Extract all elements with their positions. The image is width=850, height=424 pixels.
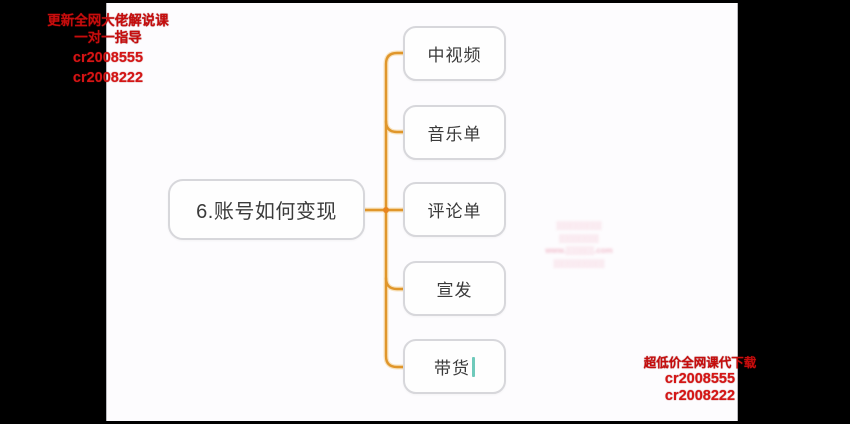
- node-label: 中视频: [427, 46, 482, 65]
- node-label: 带货: [434, 359, 470, 378]
- watermark-line: 更新全网大佬解说课: [47, 13, 169, 29]
- branch-node-daihuo[interactable]: 带货: [403, 339, 506, 394]
- watermark-contact-id: cr2008222: [664, 388, 736, 404]
- watermark-contact-id: cr2008555: [72, 50, 144, 66]
- letterbox-top: [0, 0, 850, 3]
- node-label: 宣发: [436, 281, 473, 300]
- watermark-line: 超低价全网课代下载: [643, 355, 757, 370]
- watermark-contact-id: cr2008555: [664, 371, 736, 387]
- root-node[interactable]: 6.账号如何变现: [168, 179, 365, 240]
- node-label: 评论单: [427, 202, 482, 221]
- watermark-center-pink: ▒▒▒▒▒▒▒▒ ▒▒▒▒▒▒▒ www.▒▒▒▒▒.com ▒▒▒▒▒▒▒▒▒: [543, 220, 615, 270]
- branch-node-zhongshipin[interactable]: 中视频: [403, 26, 506, 81]
- watermark-top-left: 更新全网大佬解说课 一对一指导 cr2008555 cr2008222: [24, 13, 192, 87]
- watermark-bottom-right: 超低价全网课代下载 cr2008555 cr2008222: [636, 354, 764, 405]
- node-label: 音乐单: [427, 125, 482, 144]
- edit-text-cursor: [472, 356, 475, 377]
- watermark-line: 一对一指导: [74, 30, 142, 46]
- watermark-contact-id: cr2008222: [72, 70, 144, 86]
- branch-node-xuanfa[interactable]: 宣发: [403, 261, 506, 316]
- watermark-blur-line: ▒▒▒▒▒▒▒▒▒: [553, 258, 605, 268]
- root-node-label: 6.账号如何变现: [196, 201, 337, 223]
- letterbox-right: [738, 0, 850, 424]
- watermark-blur-line: ▒▒▒▒▒▒▒▒: [556, 221, 602, 230]
- branch-node-yinyuedan[interactable]: 音乐单: [403, 105, 506, 160]
- branch-node-pinglundan[interactable]: 评论单: [403, 182, 506, 237]
- letterbox-left: [0, 0, 106, 424]
- letterbox-bottom: [0, 421, 850, 424]
- watermark-blur-line: www.▒▒▒▒▒.com: [545, 246, 613, 255]
- watermark-blur-line: ▒▒▒▒▒▒▒: [559, 233, 599, 243]
